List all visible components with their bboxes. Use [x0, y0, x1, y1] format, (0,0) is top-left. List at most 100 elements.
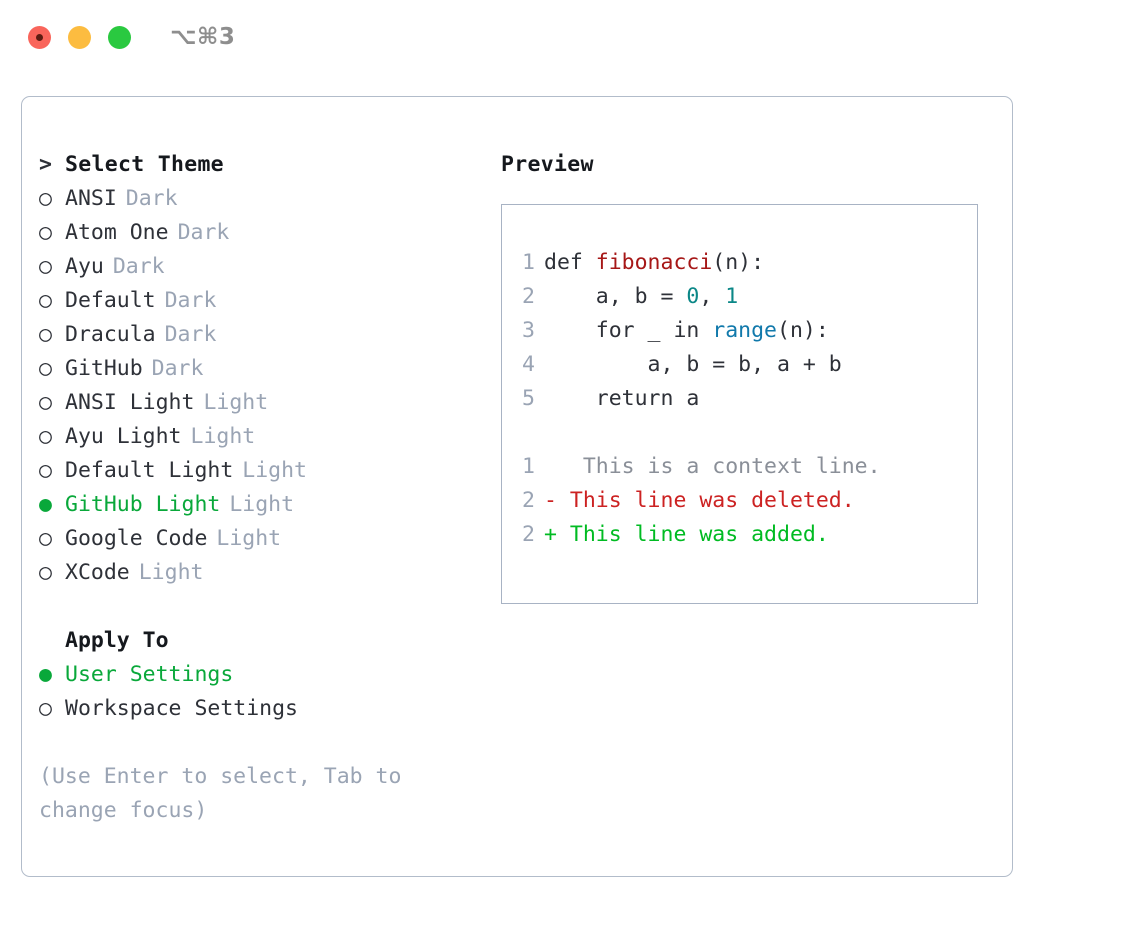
code-token: ,: [699, 284, 726, 309]
theme-option-variant: Light: [138, 560, 204, 585]
theme-option-label: GitHub: [65, 356, 143, 381]
apply-to-heading: ○ Apply To: [39, 624, 469, 658]
theme-option-variant: Light: [216, 526, 282, 551]
theme-option-label: Atom One: [65, 220, 169, 245]
code-line: 5 return a: [502, 382, 977, 416]
theme-picker-column: > Select Theme ○ ANSI Dark ○ Atom One Da…: [39, 148, 469, 828]
theme-option-google-code-light[interactable]: ○ Google Code Light: [39, 522, 469, 556]
keyboard-shortcut-label: ⌥⌘3: [170, 24, 236, 50]
apply-to-option-label: Workspace Settings: [65, 696, 298, 721]
theme-option-label: Default Light: [65, 458, 234, 483]
theme-option-label: Google Code: [65, 526, 208, 551]
radio-unselected-icon: ○: [39, 696, 52, 721]
radio-unselected-icon: ○: [39, 254, 52, 279]
theme-picker-heading: > Select Theme: [39, 148, 469, 182]
radio-unselected-icon: ○: [39, 288, 52, 313]
code-gap: [502, 416, 977, 450]
theme-option-label: Default: [65, 288, 156, 313]
zoom-button-icon[interactable]: [108, 26, 131, 49]
diff-sign: -: [544, 488, 557, 513]
diff-sign: +: [544, 522, 557, 547]
theme-option-dracula-dark[interactable]: ○ Dracula Dark: [39, 318, 469, 352]
main-panel: > Select Theme ○ ANSI Dark ○ Atom One Da…: [21, 96, 1013, 877]
code-token-call: range: [712, 318, 778, 343]
line-number: 4: [522, 352, 535, 377]
radio-unselected-icon: ○: [39, 390, 52, 415]
theme-option-ansi-dark[interactable]: ○ ANSI Dark: [39, 182, 469, 216]
preview-column: Preview 1 def fibonacci(n): 2 a, b = 0, …: [501, 148, 991, 604]
diff-line-added: 2 + This line was added.: [502, 518, 977, 552]
theme-option-github-dark[interactable]: ○ GitHub Dark: [39, 352, 469, 386]
theme-option-variant: Dark: [164, 322, 217, 347]
code-token: a, b =: [544, 284, 687, 309]
apply-to-option-user-settings[interactable]: ● User Settings: [39, 658, 469, 692]
diff-text: This line was deleted.: [556, 488, 855, 513]
theme-picker-heading-label: Select Theme: [65, 152, 224, 177]
theme-option-variant: Dark: [125, 186, 178, 211]
theme-option-label: Ayu Light: [65, 424, 182, 449]
theme-option-variant: Dark: [177, 220, 230, 245]
apply-to-heading-label: Apply To: [65, 628, 169, 653]
radio-unselected-icon: ○: [39, 424, 52, 449]
line-number: 2: [522, 522, 535, 547]
code-token: def: [544, 250, 596, 275]
code-token: (n):: [777, 318, 829, 343]
blank-marker: ○: [39, 624, 65, 658]
radio-selected-icon: ●: [39, 492, 52, 517]
theme-option-variant: Light: [190, 424, 256, 449]
code-line: 2 a, b = 0, 1: [502, 280, 977, 314]
diff-text: This is a context line.: [556, 454, 881, 479]
preview-box: 1 def fibonacci(n): 2 a, b = 0, 1 3 for …: [501, 204, 978, 604]
code-token-number: 1: [725, 284, 739, 309]
code-token: a, b = b, a + b: [544, 352, 842, 377]
diff-sign: [544, 450, 557, 484]
theme-option-github-light[interactable]: ● GitHub Light Light: [39, 488, 469, 522]
keyboard-hint-text: (Use Enter to select, Tab to change focu…: [39, 764, 402, 823]
list-spacer: [39, 590, 469, 624]
radio-unselected-icon: ○: [39, 186, 52, 211]
code-token: for _ in: [544, 318, 713, 343]
line-number: 1: [522, 454, 535, 479]
code-token: return a: [544, 386, 700, 411]
code-token-function: fibonacci: [595, 250, 713, 275]
theme-option-default-light[interactable]: ○ Default Light Light: [39, 454, 469, 488]
theme-option-label: XCode: [65, 560, 130, 585]
diff-line-context: 1 This is a context line.: [502, 450, 977, 484]
apply-to-option-workspace-settings[interactable]: ○ Workspace Settings: [39, 692, 469, 726]
radio-unselected-icon: ○: [39, 458, 52, 483]
theme-option-ayu-dark[interactable]: ○ Ayu Dark: [39, 250, 469, 284]
theme-option-variant: Dark: [112, 254, 165, 279]
window-controls: [28, 26, 131, 49]
code-token: (n):: [712, 250, 765, 275]
theme-option-ayu-light[interactable]: ○ Ayu Light Light: [39, 420, 469, 454]
diff-line-deleted: 2 - This line was deleted.: [502, 484, 977, 518]
theme-option-ansi-light[interactable]: ○ ANSI Light Light: [39, 386, 469, 420]
theme-option-label: Ayu: [65, 254, 104, 279]
radio-selected-icon: ●: [39, 662, 52, 687]
theme-option-label: Dracula: [65, 322, 156, 347]
caret-icon: >: [39, 152, 52, 177]
theme-option-label: ANSI: [65, 186, 117, 211]
line-number: 5: [522, 386, 535, 411]
diff-text: This line was added.: [556, 522, 829, 547]
line-number: 1: [522, 250, 535, 275]
theme-option-variant: Light: [203, 390, 269, 415]
theme-option-xcode-light[interactable]: ○ XCode Light: [39, 556, 469, 590]
theme-option-variant: Light: [229, 492, 295, 517]
line-number: 2: [522, 284, 535, 309]
code-line: 3 for _ in range(n):: [502, 314, 977, 348]
theme-option-atom-one-dark[interactable]: ○ Atom One Dark: [39, 216, 469, 250]
line-number: 2: [522, 488, 535, 513]
code-line: 4 a, b = b, a + b: [502, 348, 977, 382]
close-button-icon[interactable]: [28, 26, 51, 49]
preview-title-label: Preview: [501, 152, 594, 177]
theme-option-default-dark[interactable]: ○ Default Dark: [39, 284, 469, 318]
code-line: 1 def fibonacci(n):: [502, 246, 977, 280]
radio-unselected-icon: ○: [39, 560, 52, 585]
title-bar: ⌥⌘3: [0, 0, 1140, 76]
apply-to-option-label: User Settings: [65, 662, 234, 687]
theme-option-label: GitHub Light: [65, 492, 221, 517]
theme-option-variant: Light: [242, 458, 308, 483]
minimize-button-icon[interactable]: [68, 26, 91, 49]
